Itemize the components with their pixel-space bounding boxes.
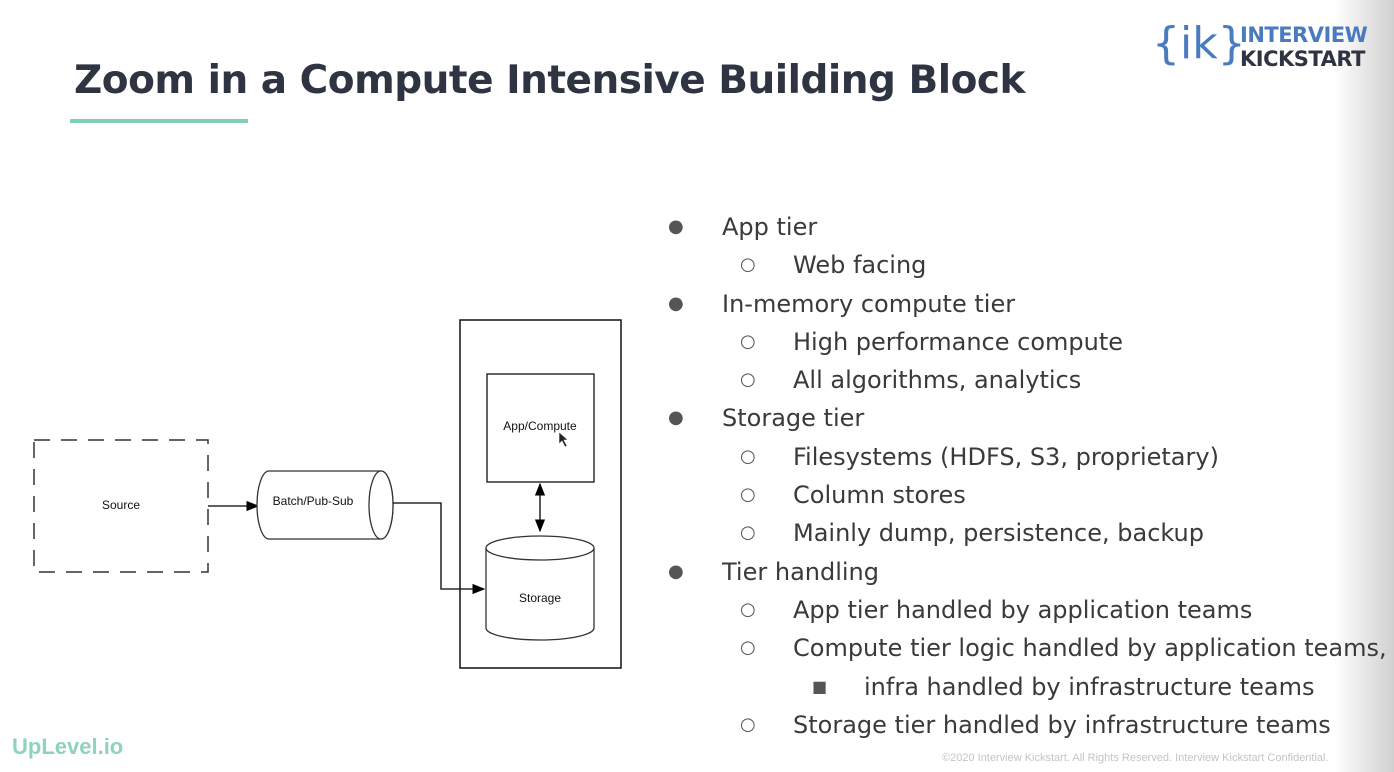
bullet-text: Filesystems (HDFS, S3, proprietary)	[793, 442, 1219, 471]
logo-line-2: KICKSTART	[1240, 47, 1365, 71]
app-compute-node: App/Compute	[486, 373, 595, 483]
title-underline	[70, 119, 248, 123]
bullet-marker: ●	[668, 292, 684, 314]
copyright-notice: ©2020 Interview Kickstart. All Rights Re…	[942, 752, 1329, 764]
brand-label: UpLevel.io	[12, 734, 124, 759]
bullet-marker: ●	[668, 560, 684, 582]
bullet-marker: ○	[740, 369, 756, 391]
bullet-text: In-memory compute tier	[722, 289, 1016, 318]
bullet-marker: ○	[740, 484, 756, 506]
bullet-marker: ■	[812, 676, 828, 696]
architecture-diagram: Source Batch/Pub-Sub App/Compute Storage	[33, 319, 622, 669]
bullet-marker: ○	[740, 330, 756, 352]
bullet-marker: ○	[740, 713, 756, 735]
bullet-text: App tier	[722, 213, 818, 241]
app-compute-label: App/Compute	[503, 419, 577, 433]
interview-kickstart-logo: {ik} INTERVIEW KICKSTART	[1152, 18, 1377, 74]
bullet-marker: ○	[740, 598, 756, 620]
slide-title: Zoom in a Compute Intensive Building Blo…	[74, 58, 1025, 103]
bullet-text: Compute tier logic handled by applicatio…	[793, 634, 1387, 663]
bullet-marker: ○	[740, 254, 756, 276]
bullet-text: Column stores	[793, 481, 966, 510]
bullet-text: infra handled by infrastructure teams	[864, 672, 1315, 701]
queue-label: Batch/Pub-Sub	[273, 494, 354, 508]
bullet-text: App tier handled by application teams	[793, 595, 1253, 624]
bullet-marker: ●	[668, 216, 684, 237]
bullet-text: Storage tier	[722, 404, 865, 433]
storage-label: Storage	[519, 591, 561, 605]
bullet-marker: ○	[740, 445, 756, 467]
bullet-text: Tier handling	[722, 557, 879, 586]
bullet-text: Storage tier handled by infrastructure t…	[793, 710, 1331, 739]
bullet-marker: ○	[740, 522, 756, 544]
mouse-cursor-icon	[558, 431, 569, 448]
queue-node: Batch/Pub-Sub	[256, 470, 394, 540]
source-label: Source	[102, 498, 140, 512]
edge-shadow	[1334, 0, 1394, 772]
bullet-marker: ○	[740, 637, 756, 659]
bullet-marker: ●	[668, 407, 684, 429]
bullet-text: All algorithms, analytics	[793, 366, 1082, 395]
storage-node: Storage	[485, 535, 595, 641]
compute-block-container	[459, 319, 622, 669]
bullet-text: High performance compute	[793, 327, 1123, 356]
logo-line-1: INTERVIEW	[1240, 23, 1368, 47]
bullet-text: Web facing	[793, 251, 927, 280]
bullet-text: Mainly dump, persistence, backup	[793, 519, 1204, 548]
arrow-queue-to-storage	[393, 502, 486, 595]
logo-mark: {ik}	[1152, 18, 1246, 69]
source-node: Source	[33, 439, 209, 573]
